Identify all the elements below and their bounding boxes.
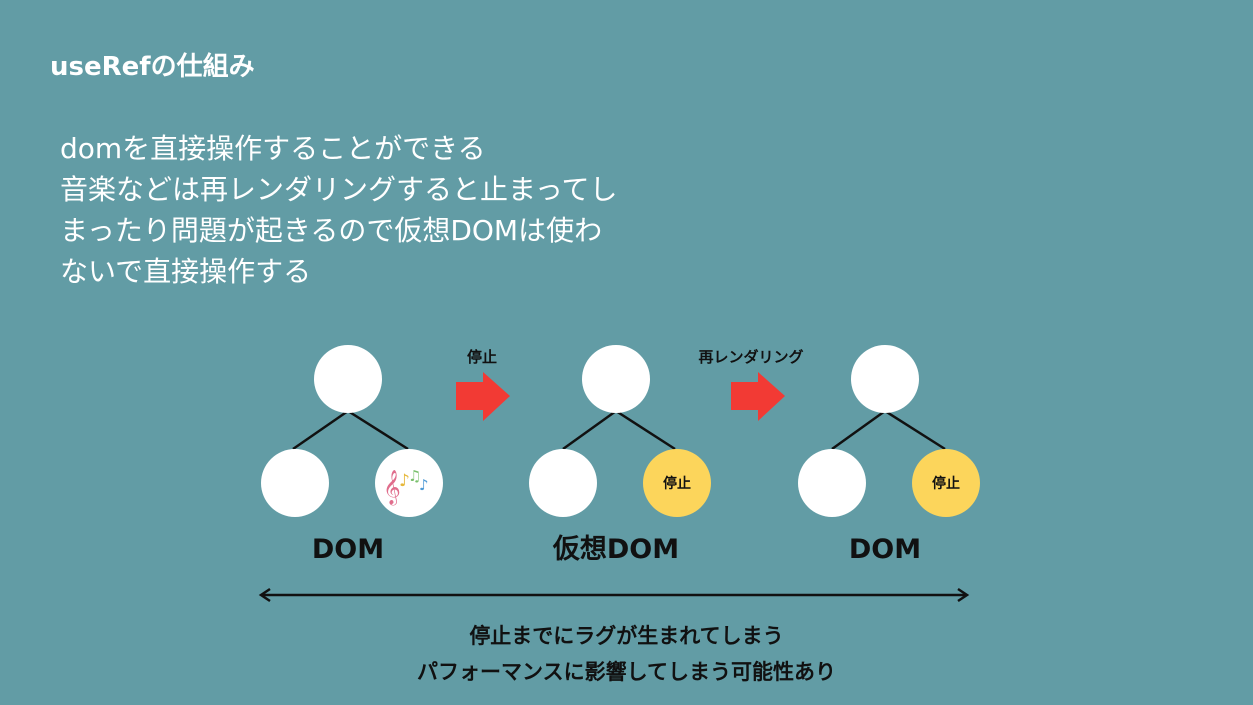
tree-edge (884, 409, 946, 451)
description-line: 音楽などは再レンダリングすると止まってし (60, 173, 618, 206)
root-node (314, 345, 382, 413)
stopped-node-label: 停止 (932, 475, 960, 492)
description-line: ないで直接操作する (60, 255, 312, 288)
root-node (851, 345, 919, 413)
description-line: domを直接操作することができる (60, 132, 486, 165)
timeline-right-head (957, 587, 970, 603)
svg-text:𝄞: 𝄞 (383, 470, 401, 506)
tree-label: DOM (849, 534, 921, 565)
right-arrow-icon (731, 372, 785, 421)
music-notes-icon: 𝄞 ♪ ♫ ♪ (383, 467, 429, 506)
tree-edge (562, 409, 617, 451)
slide-title: useRefの仕組み (50, 52, 255, 82)
tree-dom-original: 𝄞 ♪ ♫ ♪ DOM (261, 345, 443, 565)
tree-dom-rerendered: 停止 DOM (798, 345, 980, 565)
left-child-node (529, 449, 597, 517)
left-child-node (798, 449, 866, 517)
footer-note: 停止までにラグが生まれてしまう パフォーマンスに影響してしまう可能性あり (0, 618, 1253, 690)
root-node (582, 345, 650, 413)
tree-label: 仮想DOM (552, 534, 679, 565)
description-line: まったり問題が起きるので仮想DOMは使わ (60, 214, 603, 247)
arrow-label: 停止 (467, 348, 497, 366)
right-child-node-music (375, 449, 443, 517)
stopped-node-label: 停止 (663, 475, 691, 492)
tree-virtual-dom: 停止 仮想DOM (529, 345, 711, 565)
right-arrow-icon (456, 372, 510, 421)
timeline-left-head (258, 587, 271, 603)
footer-line: 停止までにラグが生まれてしまう (469, 624, 784, 648)
description: domを直接操作することができる 音楽などは再レンダリングすると止まってし まっ… (60, 128, 617, 292)
tree-edge (292, 409, 349, 451)
stopped-node (912, 449, 980, 517)
arrow-stop: 停止 (456, 348, 510, 421)
svg-text:♪: ♪ (399, 471, 410, 491)
tree-edge (347, 409, 409, 451)
svg-text:♫: ♫ (408, 467, 421, 485)
svg-text:♪: ♪ (419, 476, 429, 494)
left-child-node (261, 449, 329, 517)
tree-edge (831, 409, 886, 451)
arrow-rerender: 再レンダリング (698, 348, 804, 421)
arrow-label: 再レンダリング (698, 348, 803, 366)
stopped-node (643, 449, 711, 517)
tree-edge (615, 409, 676, 451)
timeline-arrow (258, 587, 970, 603)
footer-line: パフォーマンスに影響してしまう可能性あり (417, 660, 836, 684)
tree-label: DOM (312, 534, 384, 565)
